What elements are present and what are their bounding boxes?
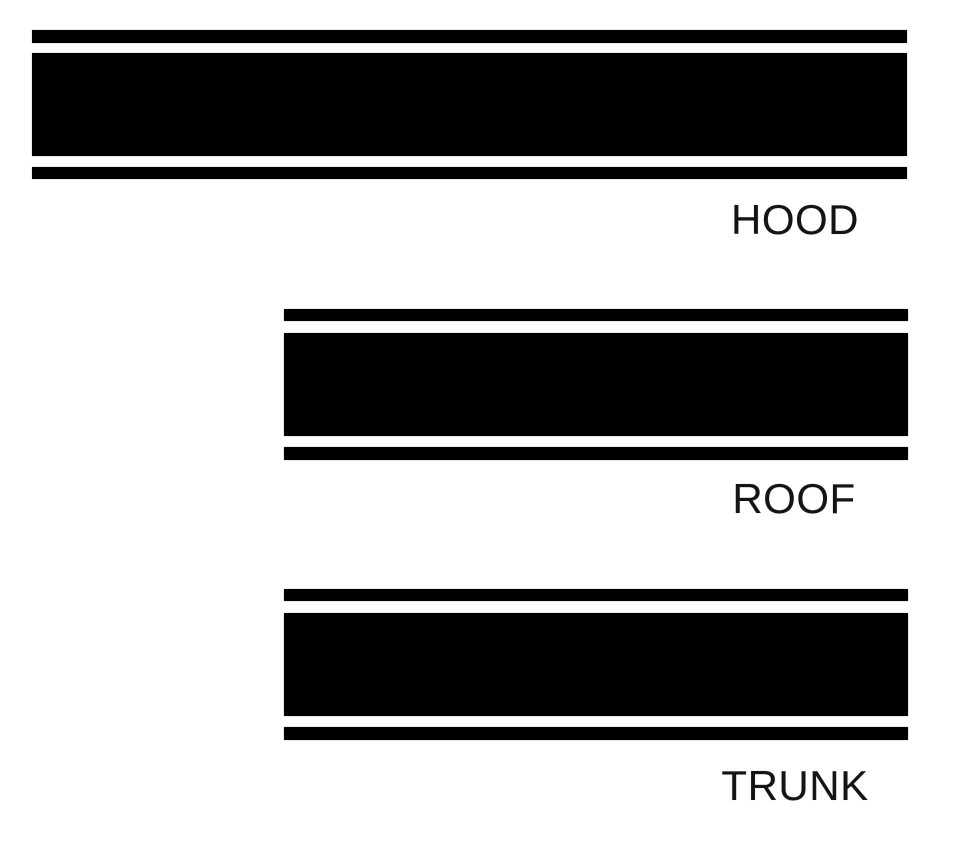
trunk-main-stripe	[284, 613, 908, 716]
roof-pinstripe-top	[284, 309, 908, 321]
trunk-stripe-group	[284, 589, 908, 740]
roof-pinstripe-bottom	[284, 447, 908, 460]
trunk-pinstripe-top	[284, 589, 908, 601]
roof-stripe-group	[284, 309, 908, 460]
trunk-label: TRUNK	[721, 762, 869, 809]
roof-label: ROOF	[732, 475, 856, 522]
hood-label: HOOD	[731, 196, 859, 243]
hood-pinstripe-bottom	[32, 167, 907, 179]
trunk-pinstripe-bottom	[284, 727, 908, 740]
roof-main-stripe	[284, 333, 908, 436]
hood-pinstripe-top	[32, 30, 907, 43]
hood-main-stripe	[32, 53, 907, 156]
hood-stripe-group	[32, 30, 907, 179]
